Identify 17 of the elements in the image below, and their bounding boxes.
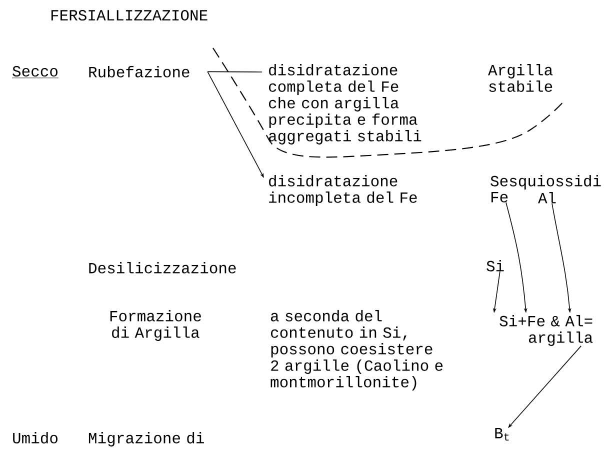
process-text: Si+Fe & Al= argilla	[500, 315, 593, 346]
process-text: Fe	[491, 192, 508, 202]
label: a seconda del contenuto in Si, possono coesistere 2 argille (Caolino e montmorillonite)	[270, 310, 443, 390]
process-text: disidratazione completa del Fe che con argilla precipita e forma aggregati stabili	[268, 64, 422, 144]
process-text: Si	[486, 260, 504, 272]
process-text: B$_{t}$	[495, 428, 509, 441]
label: Secco	[12, 66, 59, 78]
label: Sesquiossidi	[490, 175, 601, 190]
label: Umido	[13, 432, 58, 444]
process-text: disidratazione incompleta del Fe	[269, 175, 417, 206]
label: Argilla stabile	[488, 64, 553, 92]
label: Desilicizzazione	[89, 262, 236, 274]
label: Formazione di Argilla	[110, 310, 201, 341]
process-text: Rubefazione	[89, 66, 190, 78]
label: Migrazione di	[88, 432, 204, 446]
process-text: Al	[538, 192, 556, 204]
title: FERSIALLIZZAZIONE	[51, 10, 208, 21]
